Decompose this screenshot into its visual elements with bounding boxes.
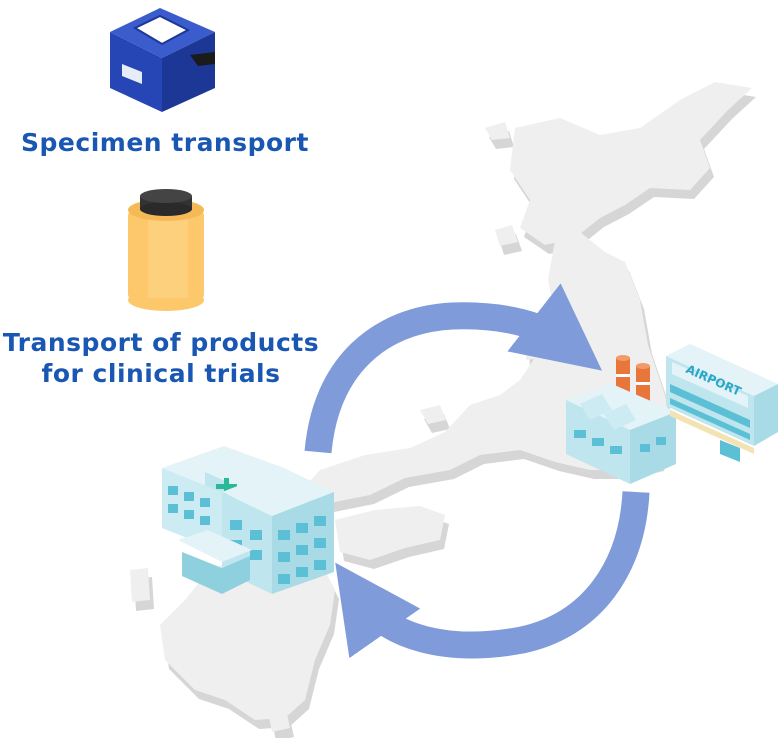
airport-building-icon: AIRPORT xyxy=(666,344,778,462)
arrow-to-west xyxy=(335,491,650,659)
clinical-trials-label: Transport of products for clinical trial… xyxy=(0,328,322,389)
cooler-box-icon xyxy=(110,8,215,112)
clinical-trials-label-line1: Transport of products xyxy=(2,328,320,357)
clinical-trials-label-line2: for clinical trials xyxy=(41,358,281,388)
arrow-to-east xyxy=(304,283,603,454)
hospital-icon xyxy=(162,446,334,594)
factory-icon xyxy=(566,355,676,484)
specimen-transport-label: Specimen transport xyxy=(21,128,309,157)
transport-cycle-arrows xyxy=(304,283,650,659)
sample-jar-icon xyxy=(128,189,204,311)
